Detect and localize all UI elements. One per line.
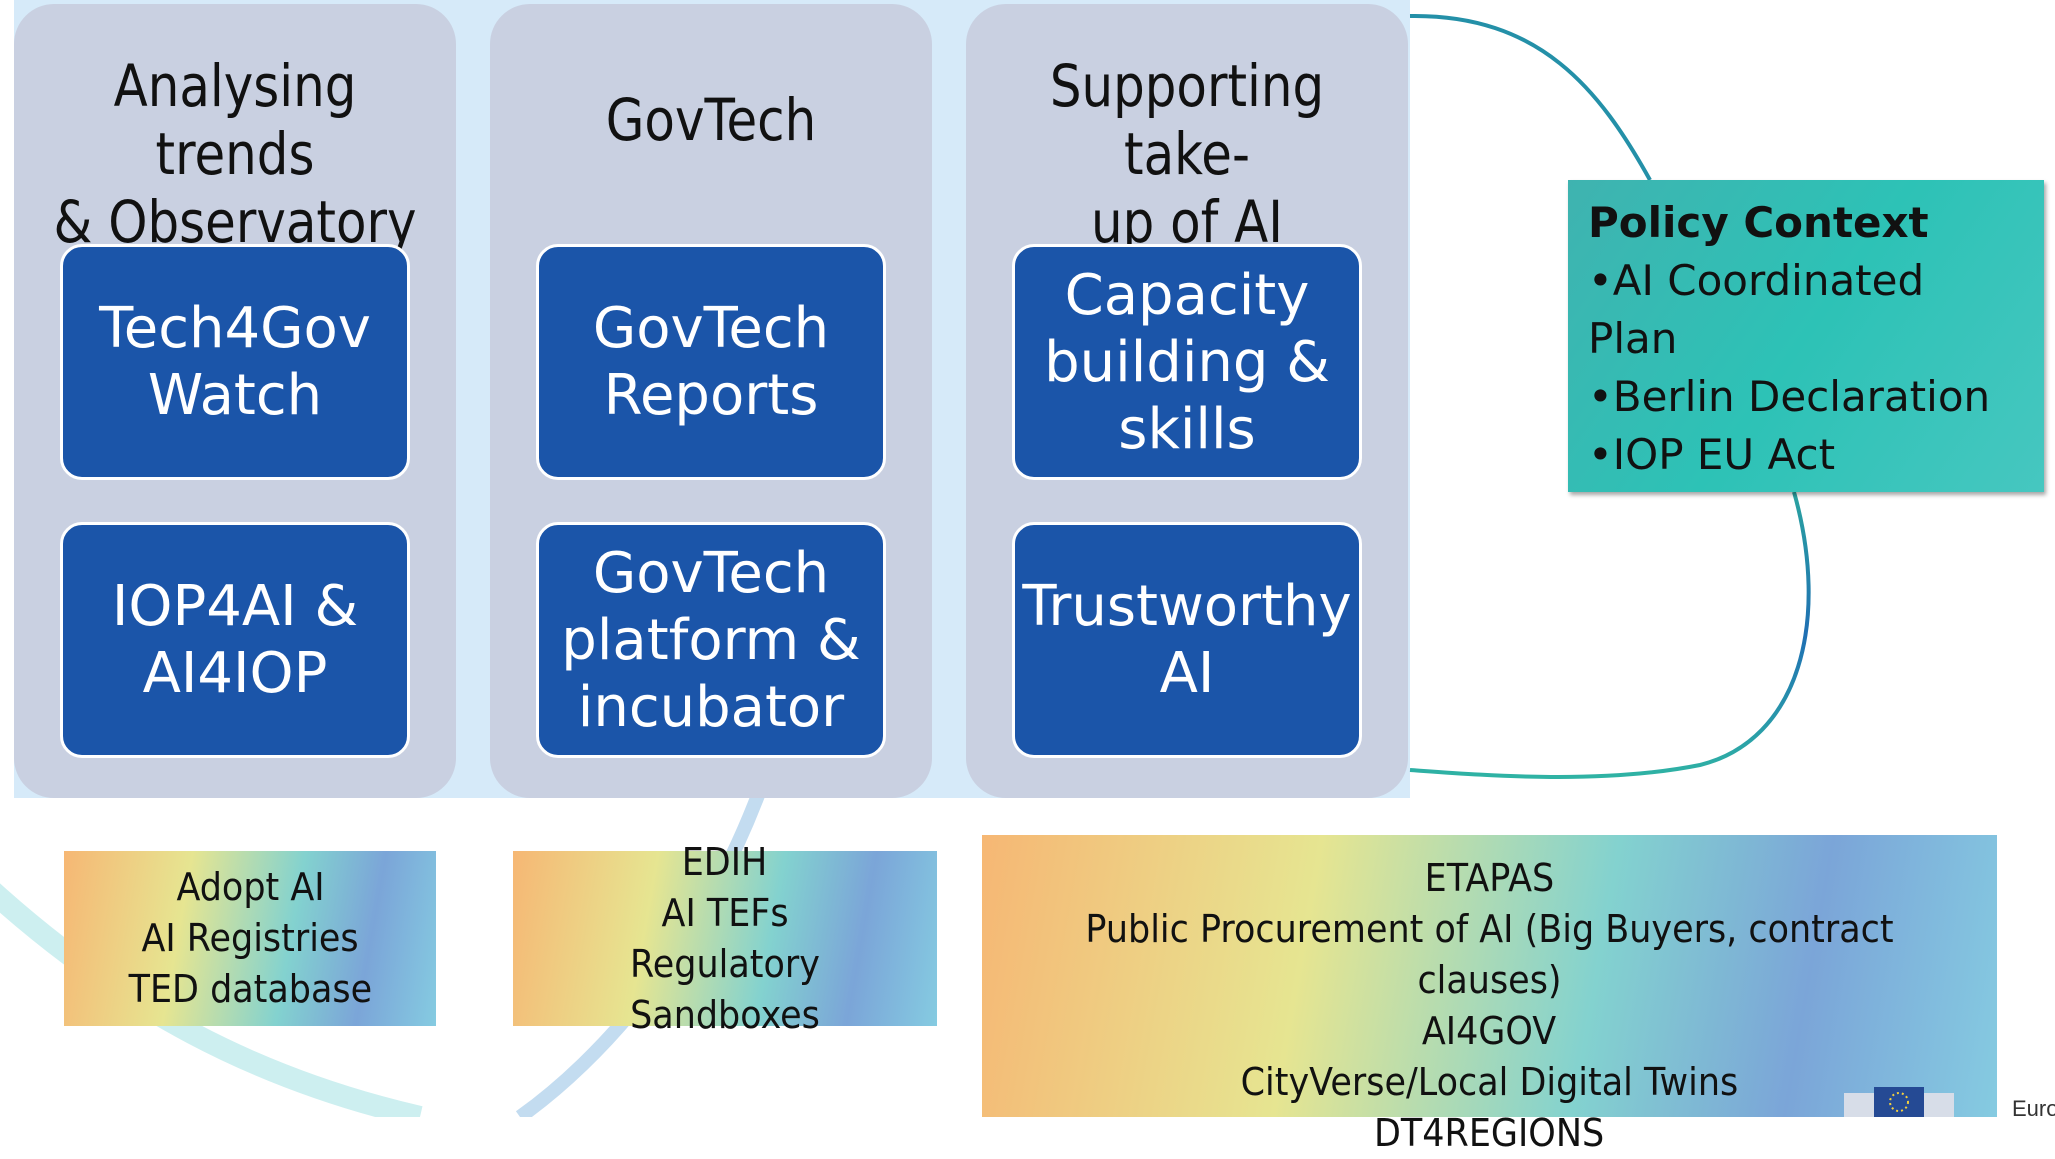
- policy-connector: [1409, 13, 1811, 779]
- initiative-box-etapas: ETAPAS Public Procurement of AI (Big Buy…: [982, 835, 1997, 1155]
- eu-label: Euro: [2012, 1096, 2055, 1121]
- column-supporting-takeup: Supporting take- up of AI Capacity build…: [966, 4, 1408, 798]
- initiative-line: Public Procurement of AI (Big Buyers, co…: [1085, 907, 1894, 1002]
- initiative-line: Adopt AI: [175, 865, 325, 909]
- column-govtech: GovTech GovTech Reports GovTech platform…: [490, 4, 932, 798]
- column-analysing-trends: Analysing trends & Observatory Tech4Gov …: [14, 4, 456, 798]
- initiative-box-adopt-ai: Adopt AI AI Registries TED database: [64, 851, 436, 1026]
- initiative-line: EDIH: [682, 839, 768, 884]
- column-title: Analysing trends & Observatory: [53, 52, 417, 256]
- initiative-line: AI TEFs: [661, 890, 789, 935]
- initiative-line: DT4REGIONS: [1374, 1111, 1605, 1155]
- initiative-line: TED database: [128, 967, 372, 1011]
- policy-item: •AI Coordinated Plan: [1588, 256, 1925, 363]
- connector-lower: [1409, 491, 1811, 779]
- policy-item: •Berlin Declaration: [1588, 372, 1991, 421]
- arc-left-bottom: [0, 883, 423, 1117]
- initiative-line: AI Registries: [141, 916, 359, 960]
- policy-context-title: Policy Context: [1588, 198, 1929, 247]
- box-tech4gov-watch: Tech4Gov Watch: [60, 244, 410, 480]
- policy-item: •IOP EU Act: [1588, 430, 1836, 479]
- initiative-line: ETAPAS: [1424, 856, 1555, 900]
- eu-flag-building-icon: [1844, 1087, 1954, 1117]
- box-govtech-platform: GovTech platform & incubator: [536, 522, 886, 758]
- box-iop4ai: IOP4AI & AI4IOP: [60, 522, 410, 758]
- initiative-line: CityVerse/Local Digital Twins: [1240, 1060, 1739, 1104]
- policy-context-box: Policy Context •AI Coordinated Plan •Ber…: [1568, 180, 2044, 492]
- initiative-line: Regulatory Sandboxes: [630, 941, 820, 1037]
- column-title: GovTech: [605, 86, 817, 154]
- box-govtech-reports: GovTech Reports: [536, 244, 886, 480]
- initiative-line: AI4GOV: [1422, 1009, 1557, 1053]
- box-capacity-building: Capacity building & skills: [1012, 244, 1362, 480]
- column-title: Supporting take- up of AI: [1049, 52, 1325, 256]
- initiative-box-edih: EDIH AI TEFs Regulatory Sandboxes: [513, 840, 937, 1037]
- box-trustworthy-ai: Trustworthy AI: [1012, 522, 1362, 758]
- connector-upper: [1409, 13, 1652, 181]
